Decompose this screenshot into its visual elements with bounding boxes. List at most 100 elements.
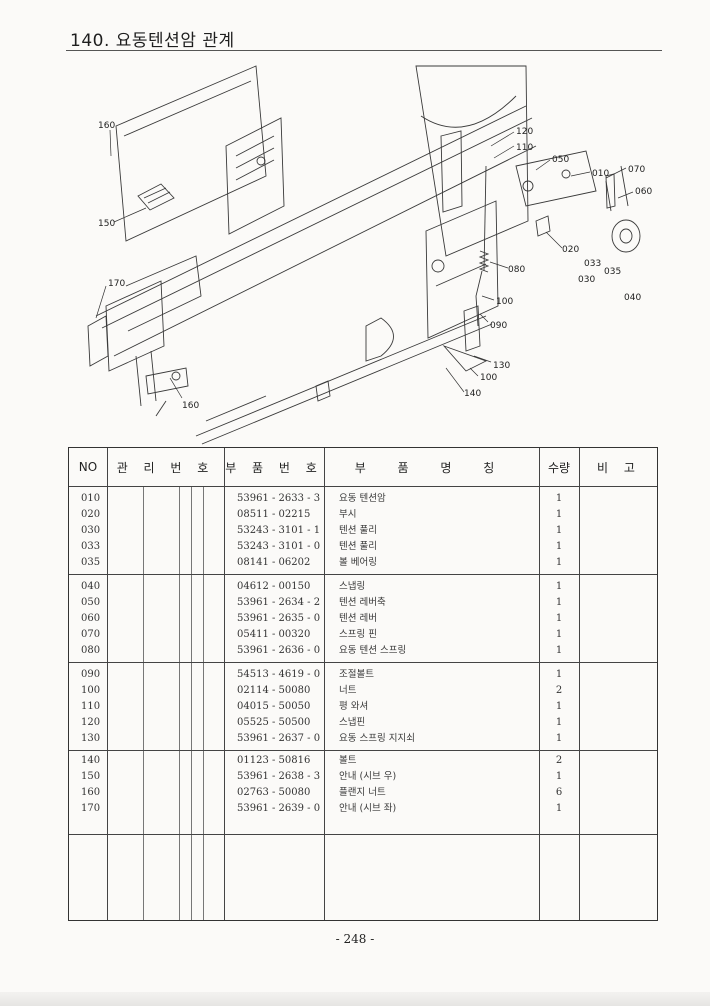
- row-part-name: 안내 (시브 우): [339, 771, 397, 782]
- row-part-number: 08141 - 06202: [237, 557, 311, 568]
- row-part-name: 텐션 풀리: [339, 525, 377, 536]
- row-quantity: 1: [555, 645, 563, 656]
- row-part-name: 부시: [339, 509, 357, 520]
- row-part-number: 53243 - 3101 - 0: [237, 541, 321, 552]
- row-no: 030: [81, 525, 101, 536]
- header-no: NO: [78, 460, 98, 474]
- row-no: 020: [81, 509, 101, 520]
- header-part-number: 부 품 번 호: [225, 460, 323, 475]
- row-part-number: 53961 - 2638 - 3: [237, 771, 321, 782]
- row-part-name: 요동 스프링 지지쇠: [339, 733, 415, 744]
- callout-070: 070: [628, 165, 645, 175]
- lower-bracket: [425, 200, 499, 339]
- row-quantity: 6: [555, 787, 563, 798]
- row-quantity: 1: [555, 771, 563, 782]
- callout-010: 010: [592, 169, 609, 179]
- callout-030: 030: [578, 275, 595, 285]
- row-part-number: 53961 - 2635 - 0: [237, 613, 321, 624]
- row-no: 080: [81, 645, 101, 656]
- row-part-name: 볼 베어링: [339, 557, 377, 568]
- row-no: 090: [81, 669, 101, 680]
- part-150-shape: [137, 183, 175, 211]
- row-no: 035: [81, 557, 101, 568]
- exploded-parts-diagram: 160 150 170 160 120 110 050 010 070 060 …: [87, 65, 652, 445]
- row-no: 170: [81, 803, 101, 814]
- scan-edge: [0, 992, 710, 1006]
- row-part-name: 평 와셔: [339, 701, 369, 712]
- row-part-name: 조절볼트: [339, 669, 374, 680]
- row-quantity: 1: [555, 701, 563, 712]
- row-no: 100: [81, 685, 101, 696]
- tension-pulley-030: [611, 219, 641, 253]
- row-quantity: 1: [555, 557, 563, 568]
- row-quantity: 1: [555, 669, 563, 680]
- callout-060: 060: [635, 187, 652, 197]
- row-part-number: 53243 - 3101 - 1: [237, 525, 321, 536]
- row-no: 010: [81, 493, 101, 504]
- row-part-name: 플랜지 너트: [339, 787, 386, 798]
- row-quantity: 1: [555, 509, 563, 520]
- page-title: 140. 요동텐션암 관계: [70, 31, 235, 51]
- header-control-number: 관 리 번 호: [116, 460, 215, 475]
- row-part-name: 스프링 핀: [339, 629, 377, 640]
- row-part-name: 텐션 풀리: [339, 541, 377, 552]
- header-part-name: 부 품 명 칭: [354, 460, 509, 475]
- left-guide-panel: [115, 65, 267, 242]
- row-part-number: 04015 - 50050: [237, 701, 311, 712]
- row-quantity: 1: [555, 717, 563, 728]
- row-part-number: 04612 - 00150: [237, 581, 311, 592]
- row-no: 110: [81, 701, 101, 712]
- callout-110: 110: [516, 143, 533, 153]
- row-no: 140: [81, 755, 101, 766]
- row-no: 050: [81, 597, 101, 608]
- row-part-name: 텐션 레버축: [339, 597, 386, 608]
- row-quantity: 1: [555, 803, 563, 814]
- callout-100-upper: 100: [496, 297, 513, 307]
- row-part-number: 02114 - 50080: [237, 685, 311, 696]
- row-part-number: 53961 - 2634 - 2: [237, 597, 321, 608]
- callout-035: 035: [604, 267, 621, 277]
- callout-150: 150: [98, 219, 115, 229]
- callout-170: 170: [108, 279, 125, 289]
- row-part-name: 볼트: [339, 755, 357, 766]
- row-quantity: 1: [555, 493, 563, 504]
- callout-130: 130: [493, 361, 510, 371]
- row-no: 150: [81, 771, 101, 782]
- row-quantity: 1: [555, 597, 563, 608]
- row-quantity: 1: [555, 541, 563, 552]
- callout-033: 033: [584, 259, 601, 269]
- callout-020: 020: [562, 245, 579, 255]
- row-quantity: 2: [555, 685, 563, 696]
- callout-100-lower: 100: [480, 373, 497, 383]
- callout-160-bottom: 160: [182, 401, 199, 411]
- frame-rail-lower: [195, 315, 487, 437]
- callout-050: 050: [552, 155, 569, 165]
- frame-rail-upper-inner: [101, 117, 533, 329]
- row-quantity: 2: [555, 755, 563, 766]
- row-part-number: 01123 - 50816: [237, 755, 311, 766]
- callout-140: 140: [464, 389, 481, 399]
- callout-040: 040: [624, 293, 641, 303]
- header-quantity: 수량: [547, 460, 571, 475]
- row-quantity: 1: [555, 581, 563, 592]
- callout-120: 120: [516, 127, 533, 137]
- row-part-name: 요동 텐션 스프링: [339, 645, 407, 656]
- row-part-number: 05411 - 00320: [237, 629, 311, 640]
- adjust-bolt-090: [475, 270, 483, 327]
- row-part-number: 53961 - 2637 - 0: [237, 733, 321, 744]
- frame-rail-upper: [95, 105, 527, 317]
- row-quantity: 1: [555, 629, 563, 640]
- row-quantity: 1: [555, 613, 563, 624]
- title-underline: [66, 50, 662, 51]
- row-part-name: 안내 (시브 좌): [339, 803, 397, 814]
- row-part-name: 텐션 레버: [339, 613, 377, 624]
- row-quantity: 1: [555, 733, 563, 744]
- bush-020: [535, 215, 551, 237]
- row-part-number: 08511 - 02215: [237, 509, 311, 520]
- row-part-number: 05525 - 50500: [237, 717, 311, 728]
- header-remarks: 비 고: [597, 460, 641, 475]
- row-part-number: 02763 - 50080: [237, 787, 311, 798]
- row-no: 130: [81, 733, 101, 744]
- row-no: 070: [81, 629, 101, 640]
